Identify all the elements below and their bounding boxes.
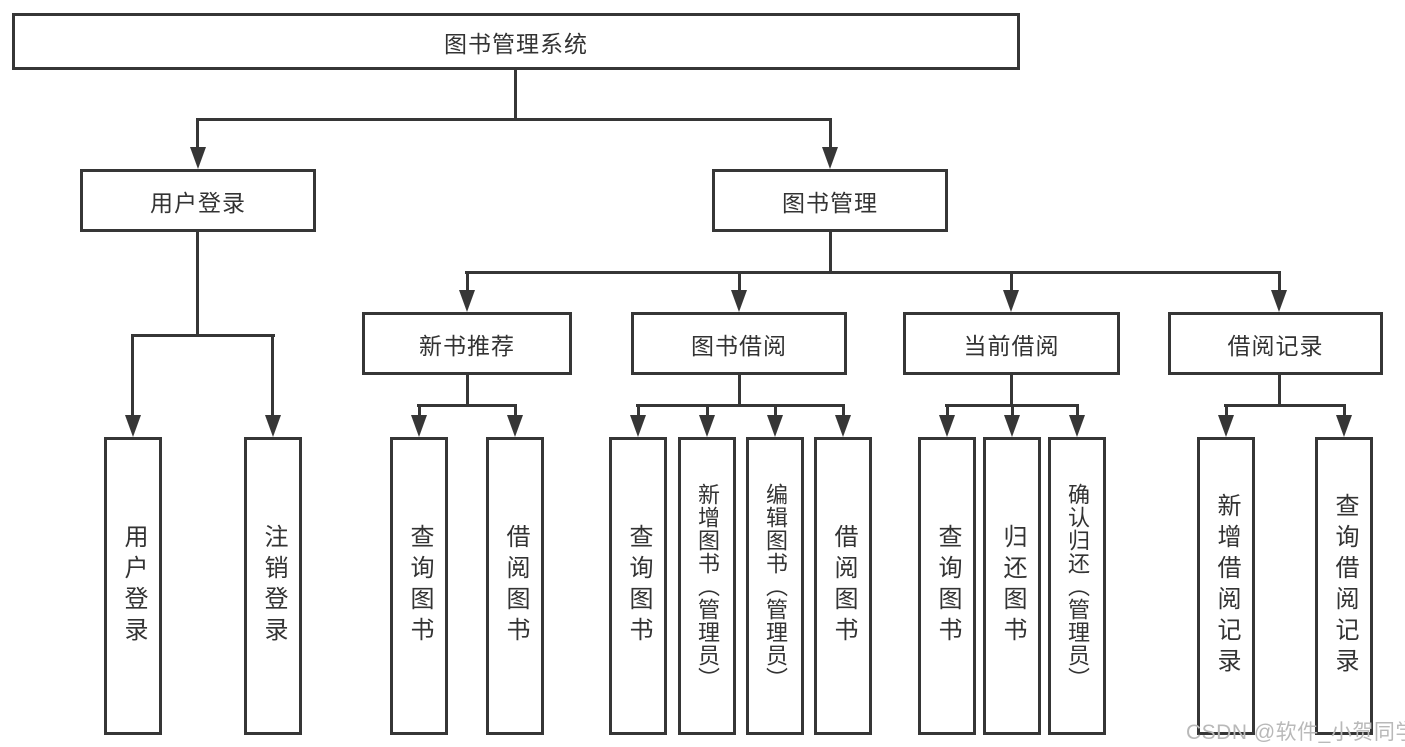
connector-line [466,375,469,406]
connector-line [1278,273,1281,293]
connector-line [636,404,845,407]
connector-line [418,406,421,418]
connector-line [637,406,640,418]
node-label: 归还图书 [999,524,1026,648]
arrowhead-down-icon [767,415,783,437]
connector-line [738,273,741,293]
connector-line [196,232,199,336]
arrowhead-down-icon [125,415,141,437]
node-label: 新增图书（管理员） [695,482,720,690]
connector-line [1343,406,1346,418]
node-label: 查询图书 [625,524,652,648]
node-borrowing-records: 借阅记录 [1168,312,1383,375]
arrowhead-down-icon [1004,415,1020,437]
leaf-user-login: 用户登录 [104,437,162,735]
connector-line [131,334,275,337]
connector-line [131,336,134,416]
connector-line [829,120,832,152]
leaf-recommend-query-books: 查询图书 [390,437,448,735]
csdn-watermark: CSDN @软件_小贺同学 [1186,721,1405,744]
node-label: 图书管理 [782,189,878,216]
node-book-borrowing: 图书借阅 [631,312,847,375]
arrowhead-down-icon [822,147,838,169]
node-label: 编辑图书（管理员） [763,482,788,690]
node-current-borrowing: 当前借阅 [903,312,1120,375]
arrowhead-down-icon [1003,290,1019,312]
leaf-edit-books-admin: 编辑图书（管理员） [746,437,804,735]
node-label: 注销登录 [260,524,287,648]
node-label: 借阅记录 [1227,332,1324,359]
arrowhead-down-icon [1069,415,1085,437]
node-label: 查询图书 [934,524,961,648]
leaf-current-query-books: 查询图书 [918,437,976,735]
leaf-add-books-admin: 新增图书（管理员） [678,437,736,735]
connector-line [1225,406,1228,418]
connector-line [271,336,274,416]
node-new-book-recommend: 新书推荐 [362,312,572,375]
leaf-add-borrow-record: 新增借阅记录 [1197,437,1255,735]
arrowhead-down-icon [459,290,475,312]
connector-line [417,404,517,407]
arrowhead-down-icon [1336,415,1352,437]
connector-line [1076,406,1079,418]
connector-line [706,406,709,418]
node-book-management: 图书管理 [712,169,948,232]
node-label: 确认归还（管理员） [1065,482,1090,690]
leaf-logout: 注销登录 [244,437,302,735]
arrowhead-down-icon [731,290,747,312]
node-label: 用户登录 [120,524,147,648]
connector-line [842,406,845,418]
connector-line [514,406,517,418]
node-label: 查询借阅记录 [1331,493,1358,679]
connector-line [1010,273,1013,293]
node-label: 查询图书 [406,524,433,648]
connector-line [466,273,469,293]
connector-line [945,404,1079,407]
node-label: 当前借阅 [963,332,1060,359]
connector-line [946,406,949,418]
leaf-query-borrow-record: 查询借阅记录 [1315,437,1373,735]
connector-line [738,375,741,406]
leaf-borrow-books: 借阅图书 [814,437,872,735]
node-library-management-system: 图书管理系统 [12,13,1020,70]
node-label: 图书借阅 [691,332,787,359]
node-label: 借阅图书 [502,524,529,648]
arrowhead-down-icon [699,415,715,437]
leaf-borrow-query-books: 查询图书 [609,437,667,735]
arrowhead-down-icon [265,415,281,437]
arrowhead-down-icon [1271,290,1287,312]
arrowhead-down-icon [939,415,955,437]
node-label: 借阅图书 [830,524,857,648]
arrowhead-down-icon [190,147,206,169]
leaf-recommend-borrow-books: 借阅图书 [486,437,544,735]
connector-line [1224,404,1346,407]
leaf-return-books: 归还图书 [983,437,1041,735]
connector-line [196,120,199,152]
arrowhead-down-icon [835,415,851,437]
connector-line [774,406,777,418]
connector-line [1010,375,1013,406]
node-label: 用户登录 [150,189,246,216]
arrowhead-down-icon [1218,415,1234,437]
connector-line [829,232,832,273]
connector-line [1278,375,1281,406]
connector-line [196,118,832,121]
connector-line [514,70,517,120]
leaf-confirm-return-admin: 确认归还（管理员） [1048,437,1106,735]
arrowhead-down-icon [630,415,646,437]
node-label: 新书推荐 [419,332,515,359]
arrowhead-down-icon [507,415,523,437]
node-user-login: 用户登录 [80,169,316,232]
node-label: 新增借阅记录 [1213,493,1240,679]
node-label: 图书管理系统 [444,30,588,57]
connector-line [465,271,1281,274]
connector-line [1011,406,1014,418]
arrowhead-down-icon [411,415,427,437]
